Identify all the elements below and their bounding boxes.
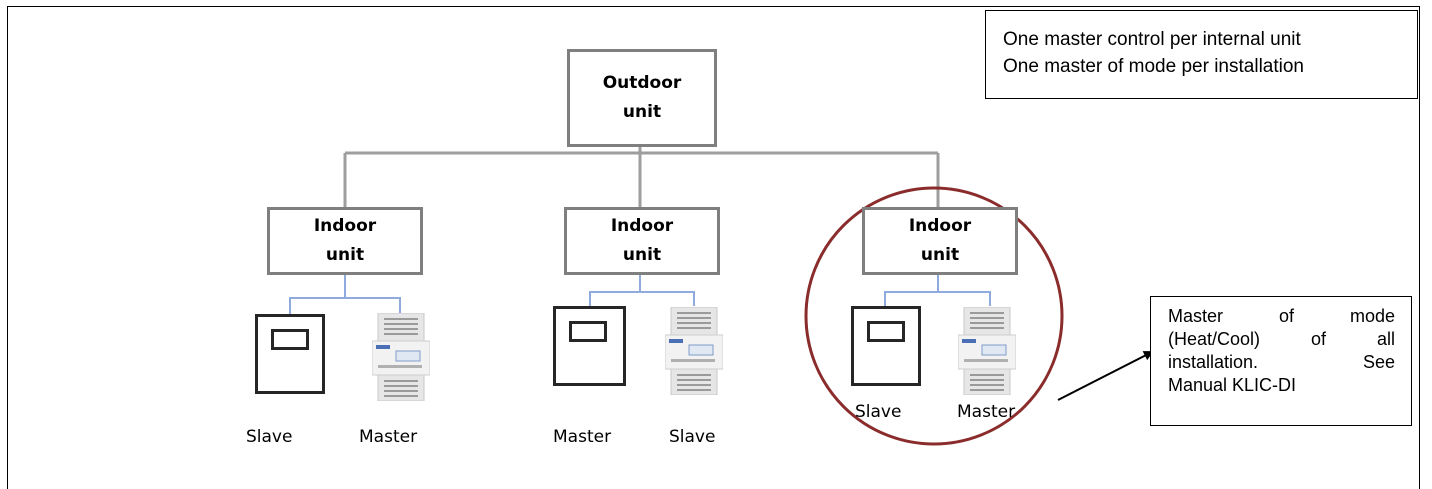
wall-thermostat-icon xyxy=(553,306,626,386)
module-graphic-1 xyxy=(372,313,430,401)
device-label-2a: Master xyxy=(553,427,612,447)
indoor-unit-3-label-line1: Indoor xyxy=(908,216,972,236)
indoor-unit-2-label-line1: Indoor xyxy=(610,216,674,236)
diagram-frame xyxy=(7,6,1420,489)
device-label-2b: Slave xyxy=(669,427,716,447)
callout-line-3: installation. See xyxy=(1168,351,1395,374)
callout-note-box: Master of mode (Heat/Cool) of all instal… xyxy=(1150,296,1412,426)
device-label-1a: Slave xyxy=(246,427,293,447)
callout-word: (Heat/Cool) xyxy=(1168,329,1261,349)
callout-word: Manual KLIC-DI xyxy=(1168,375,1297,395)
callout-word: installation. xyxy=(1168,352,1259,372)
device-wiring-3 xyxy=(884,275,991,306)
device-label-3a: Slave xyxy=(855,402,902,422)
top-note-line1: One master control per internal unit xyxy=(1003,29,1301,50)
device-label-1b: Master xyxy=(359,427,418,447)
device-wiring-1 xyxy=(289,275,401,314)
wall-thermostat-icon xyxy=(255,314,325,394)
callout-line-1: Master of mode xyxy=(1168,305,1395,328)
indoor-unit-1-label-line2: unit xyxy=(325,245,365,265)
device-label-3b: Master xyxy=(957,402,1016,422)
device-wiring-2 xyxy=(589,275,695,306)
top-note-box: One master control per internal unit One… xyxy=(985,10,1418,99)
callout-word: mode xyxy=(1349,306,1395,326)
module-graphic-3 xyxy=(958,307,1016,395)
wall-thermostat-icon xyxy=(851,306,921,386)
top-note-line2: One master of mode per installation xyxy=(1003,56,1304,77)
module-graphic-2 xyxy=(665,307,723,395)
indoor-unit-box-3: Indoor unit xyxy=(862,207,1018,275)
callout-word: all xyxy=(1376,329,1395,349)
indoor-unit-1-label-line1: Indoor xyxy=(313,216,377,236)
callout-line-2: (Heat/Cool) of all xyxy=(1168,328,1395,351)
indoor-unit-box-1: Indoor unit xyxy=(267,207,423,275)
callout-word: See xyxy=(1362,352,1395,372)
outdoor-unit-label-line1: Outdoor xyxy=(602,73,682,93)
outdoor-unit-box: Outdoor unit xyxy=(567,49,717,147)
indoor-unit-2-label-line2: unit xyxy=(622,245,662,265)
callout-line-4: Manual KLIC-DI xyxy=(1168,374,1395,397)
outdoor-unit-label-line2: unit xyxy=(622,102,662,122)
indoor-unit-box-2: Indoor unit xyxy=(564,207,720,275)
callout-arrow xyxy=(1057,351,1154,401)
callout-word: Master xyxy=(1168,306,1224,326)
callout-word: of xyxy=(1311,329,1327,349)
indoor-unit-3-label-line2: unit xyxy=(920,245,960,265)
callout-word: of xyxy=(1278,306,1294,326)
highlight-circle xyxy=(804,186,1064,446)
